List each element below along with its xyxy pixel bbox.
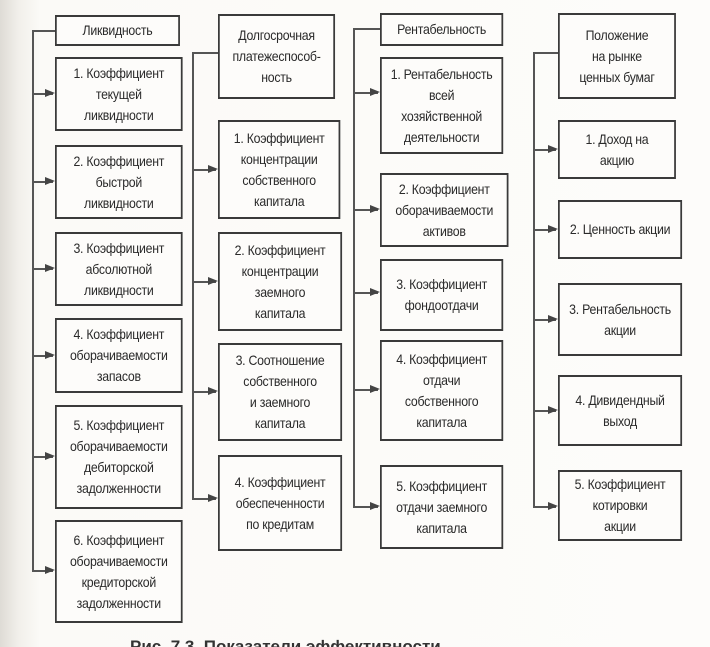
arrow xyxy=(32,178,55,184)
indicator-box: 4. Коэффициент отдачи собственного капит… xyxy=(380,340,504,441)
connector-line xyxy=(353,28,355,506)
indicator-box: 2. Коэффициент концентрации заемного кап… xyxy=(218,232,343,331)
indicator-box: 1. Коэффициент концентрации собственного… xyxy=(218,120,341,219)
connector-line xyxy=(533,52,558,54)
connector-line xyxy=(32,30,34,570)
indicator-box: 5. Коэффициент отдачи заемного капитала xyxy=(380,465,504,549)
indicator-box: 4. Коэффициент оборачиваемости запасов xyxy=(55,318,183,393)
arrow xyxy=(192,388,218,394)
indicator-box: 5. Коэффициент оборачиваемости дебиторск… xyxy=(55,405,183,509)
arrow xyxy=(533,503,558,509)
arrow xyxy=(533,316,558,322)
arrow xyxy=(192,166,218,172)
indicator-box: 3. Коэффициент фондоотдачи xyxy=(380,259,504,331)
arrow xyxy=(32,265,55,271)
arrow xyxy=(533,146,558,152)
indicator-box: 5. Коэффициент котировки акции xyxy=(558,470,683,541)
arrow xyxy=(192,278,218,284)
category-long-term-solvency: Долгосрочная платежеспособ- ность xyxy=(218,14,336,99)
arrow xyxy=(353,503,380,509)
arrow xyxy=(32,567,55,573)
indicator-box: 3. Рентабельность акции xyxy=(558,283,683,356)
indicator-box: 2. Коэффициент оборачиваемости активов xyxy=(380,173,509,247)
category-profitability: Рентабельность xyxy=(380,13,504,46)
connector-line xyxy=(32,30,55,32)
arrow xyxy=(353,206,380,212)
arrow xyxy=(32,90,55,96)
arrow xyxy=(353,89,380,95)
category-securities-market-position: Положение на рынке ценных бумаг xyxy=(558,13,676,99)
figure-caption: Рис. 7.3. Показатели эффективности xyxy=(130,637,441,647)
indicator-box: 4. Дивидендный выход xyxy=(558,375,683,446)
arrow xyxy=(353,386,380,392)
connector-line xyxy=(353,28,380,30)
arrow xyxy=(32,352,55,358)
arrow xyxy=(353,289,380,295)
indicator-box: 6. Коэффициент оборачиваемости кредиторс… xyxy=(55,520,183,623)
arrow xyxy=(533,226,558,232)
indicator-box: 1. Доход на акцию xyxy=(558,120,676,179)
connector-line xyxy=(192,52,194,499)
category-liquidity: Ликвидность xyxy=(55,15,180,46)
arrow xyxy=(32,453,55,459)
indicator-box: 2. Коэффициент быстрой ликвидности xyxy=(55,145,183,219)
arrow xyxy=(192,495,218,501)
indicator-box: 4. Коэффициент обеспеченности по кредита… xyxy=(218,455,343,551)
indicator-box: 3. Коэффициент абсолютной ликвидности xyxy=(55,232,183,306)
connector-line xyxy=(192,52,218,54)
indicator-box: 1. Рентабельность всей хозяйственной дея… xyxy=(380,57,504,154)
indicator-box: 1. Коэффициент текущей ликвидности xyxy=(55,57,183,131)
arrow xyxy=(533,407,558,413)
indicator-box: 2. Ценность акции xyxy=(558,200,683,259)
indicator-box: 3. Соотношение собственного и заемного к… xyxy=(218,343,343,441)
connector-line xyxy=(533,52,535,506)
